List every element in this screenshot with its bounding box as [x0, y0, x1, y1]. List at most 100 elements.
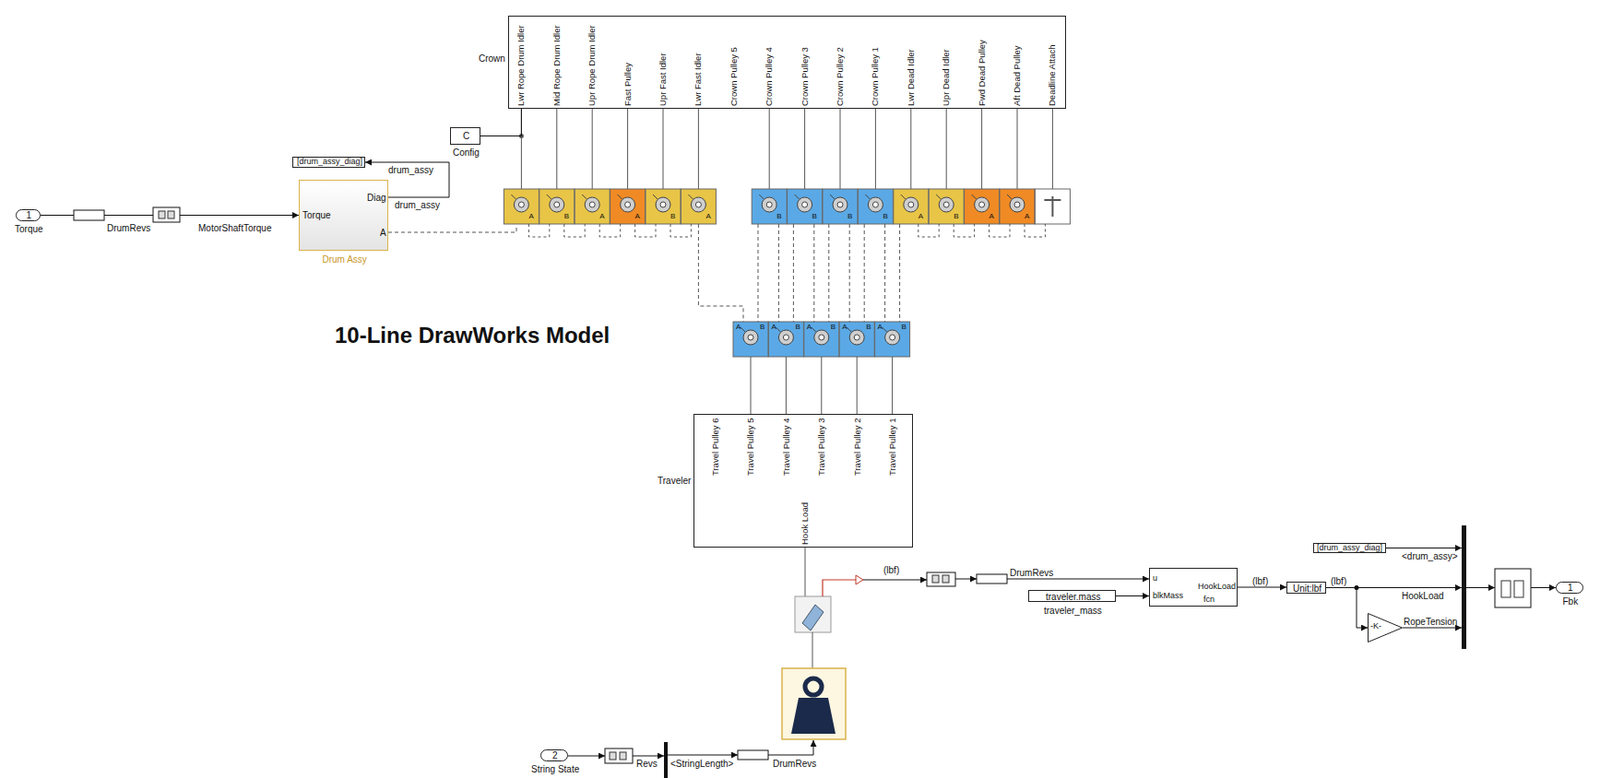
- drawing-part: [964, 189, 1000, 225]
- drawing-part: [805, 547, 806, 597]
- drawing-part: [782, 334, 789, 341]
- drawing-part: [617, 194, 623, 200]
- block-text: Crown: [478, 53, 506, 64]
- port-letter: A: [1024, 213, 1030, 222]
- drawing-part: [971, 194, 977, 200]
- drawing-part: [1007, 194, 1012, 200]
- drawing-part: [768, 321, 804, 357]
- drawing-part: [1368, 614, 1403, 643]
- drawing-part: [857, 189, 893, 225]
- block-text: Hook Load: [800, 502, 810, 546]
- drawing-part: [829, 194, 835, 200]
- drawing-part: [926, 572, 956, 587]
- drawing-part: [837, 201, 843, 208]
- drawing-part: [804, 321, 840, 357]
- drawing-part: [794, 194, 800, 200]
- drawing-part: [73, 210, 105, 221]
- drawing-part: [936, 194, 941, 200]
- drawing-part: [946, 108, 948, 190]
- port-letter: B: [882, 213, 888, 222]
- block-text: Travel Pulley 2: [853, 418, 863, 476]
- signal-name: RopeTension: [1403, 616, 1458, 628]
- block-text: C: [462, 130, 470, 142]
- outport: 1Fbk: [1555, 581, 1584, 594]
- drawing-part: [782, 668, 846, 740]
- drawing-part: [1466, 587, 1495, 589]
- block-text: Fwd Dead Pulley: [977, 39, 987, 107]
- port-letter: B: [865, 323, 871, 332]
- drawing-part: [818, 334, 825, 341]
- block-text: Upr Rope Drum Idler: [587, 24, 597, 107]
- drawing-part: [974, 197, 990, 213]
- drawing-part: [1052, 108, 1054, 190]
- port-letter: B: [776, 213, 782, 222]
- drawing-part: [690, 197, 706, 213]
- constant-block: CConfig: [450, 127, 481, 145]
- block-text: Torque: [14, 224, 44, 235]
- drawing-part: [1014, 201, 1020, 208]
- drawing-part: [167, 211, 175, 219]
- block-text: Lwr Dead Idler: [906, 48, 916, 107]
- drawing-part: [908, 201, 914, 208]
- drawing-part: [581, 194, 587, 200]
- drawing-part: [660, 201, 666, 208]
- block-text: Lwr Rope Drum Idler: [516, 24, 526, 107]
- drawing-part: [737, 750, 769, 760]
- drawing-part: [813, 224, 815, 322]
- block-text: String State: [531, 764, 580, 775]
- drawing-part: [503, 108, 1070, 415]
- block-text: Upr Dead Idler: [941, 48, 951, 107]
- drawing-part: [989, 224, 1010, 238]
- signal-line: [1326, 588, 1368, 629]
- drawing-part: [839, 321, 875, 357]
- drawing-part: [574, 189, 610, 225]
- drawing-part: [769, 108, 771, 190]
- drawing-part: [733, 321, 769, 357]
- port-letter: B: [953, 213, 959, 222]
- drawing-part: [740, 327, 746, 332]
- drawing-part: [619, 752, 627, 760]
- drawing-part: [627, 108, 629, 190]
- signal-name: <drum_assy>: [1401, 551, 1458, 562]
- block-text: fcn: [1203, 595, 1215, 605]
- drawing-part: [872, 201, 878, 208]
- block-text: HookLoad: [1197, 582, 1236, 593]
- drawing-part: [687, 194, 693, 200]
- drawing-part: [40, 214, 74, 216]
- block-text: Crown Pulley 1: [870, 47, 880, 107]
- drawing-part: [820, 356, 822, 415]
- drawing-part: [768, 740, 814, 756]
- drawing-part: [791, 698, 836, 735]
- drawing-part: [388, 225, 517, 233]
- drawing-part: [1043, 199, 1061, 202]
- drawing-part: [797, 197, 813, 213]
- port-letter: A: [528, 213, 534, 222]
- block-text: Crown Pulley 5: [729, 47, 739, 107]
- port-letter: A: [705, 213, 711, 222]
- subsystem-block: TorqueDiagADrum Assy: [298, 179, 389, 251]
- drawing-part: [663, 108, 664, 190]
- drawing-part: [1017, 108, 1019, 190]
- port-letter: A: [989, 213, 995, 222]
- block-text: 2: [552, 750, 558, 761]
- diagram-title: 10-Line DrawWorks Model: [334, 322, 610, 349]
- drawing-part: [942, 575, 949, 583]
- drawing-part: [918, 224, 939, 238]
- drawing-part: [1514, 580, 1524, 598]
- signal-name: (lbf): [1330, 576, 1347, 587]
- drawing-part: [556, 108, 558, 190]
- drawing-part: [814, 330, 830, 345]
- drawing-part: [822, 189, 858, 225]
- block-text: Fbk: [1563, 596, 1579, 607]
- drawing-part: [875, 108, 877, 190]
- block-text: Crown Pulley 4: [764, 47, 774, 107]
- drawing-part: [999, 189, 1035, 225]
- port-letter: B: [670, 213, 676, 222]
- block-text: Upr Fast Idler: [658, 52, 668, 107]
- drawing-part: [856, 356, 858, 415]
- block-text: Travel Pulley 6: [711, 418, 721, 476]
- drawing-part: [758, 224, 759, 322]
